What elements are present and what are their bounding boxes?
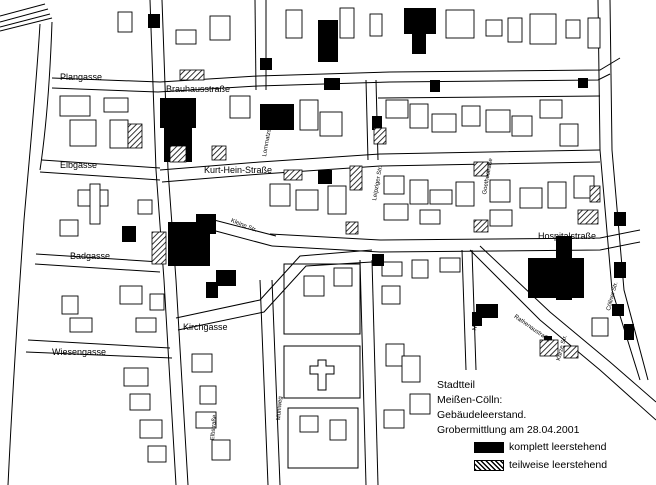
building-outlines <box>59 7 609 463</box>
river-banks <box>7 21 53 485</box>
street-label-hospitalstrasse: Hospitalstraße <box>538 231 597 241</box>
vacant-buildings-partial <box>127 69 601 359</box>
legend-swatch-solid-icon <box>474 441 504 453</box>
info-line-4: Grobermittlung am 28.04.2001 <box>437 424 580 436</box>
street-label-elbgasse: Elbgasse <box>60 160 98 170</box>
street-label-kirchgasse: Kirchgasse <box>183 322 228 332</box>
railway-lines <box>0 3 53 32</box>
legend-label-full: komplett leerstehend <box>509 441 607 453</box>
vacant-buildings-full <box>122 8 634 350</box>
info-line-2: Meißen-Cölln: <box>437 394 503 406</box>
legend-row-full: komplett leerstehend <box>474 440 606 454</box>
legend-label-partial: teilweise leerstehend <box>509 459 608 471</box>
church-square <box>283 263 361 469</box>
info-line-1: Stadtteil <box>437 379 475 391</box>
street-label-brauhausstrasse: Brauhausstraße <box>166 84 231 94</box>
street-label-kurt-hein-strasse: Kurt-Hein-Straße <box>204 165 273 175</box>
legend-swatch-hatched-icon <box>474 459 504 471</box>
legend-row-partial: teilweise leerstehend <box>474 458 607 472</box>
street-label-plangasse: Plangasse <box>60 72 103 82</box>
street-label-badgasse: Badgasse <box>70 251 111 261</box>
info-line-3: Gebäudeleerstand. <box>437 409 527 421</box>
street-label-wiesengasse: Wiesengasse <box>52 347 107 357</box>
map-info-block: Stadtteil Meißen-Cölln: Gebäudeleerstand… <box>437 378 579 438</box>
